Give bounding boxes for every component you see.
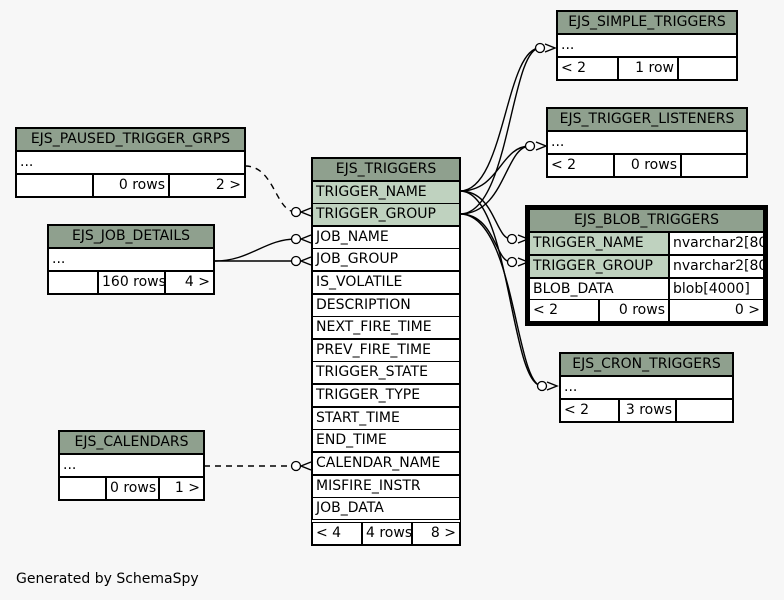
parents-count [16, 174, 93, 197]
column-type: nvarchar2[80] [669, 255, 764, 278]
table-header[interactable]: EJS_CALENDARS [59, 431, 204, 454]
crow-foot-icon [299, 207, 312, 217]
crow-foot-icon [535, 141, 548, 151]
parents-count: < 2 [560, 399, 619, 422]
relation-line [459, 145, 531, 192]
column-type: nvarchar2[80] [669, 232, 764, 255]
crow-foot-icon [544, 43, 557, 53]
parents-count: < 2 [529, 299, 599, 322]
optional-circle-icon [290, 460, 302, 472]
table-header[interactable]: EJS_SIMPLE_TRIGGERS [557, 11, 737, 34]
optional-circle-icon [290, 233, 302, 245]
relation-line [244, 165, 297, 213]
row-count: 0 rows [599, 299, 669, 322]
row-count: 0 rows [106, 477, 159, 500]
table-ejs-job-details[interactable]: EJS_JOB_DETAILS ... 160 rows 4 > [47, 224, 215, 295]
row-count: 160 rows [98, 271, 165, 294]
relation-line [459, 47, 541, 192]
row-count: 1 row [618, 57, 678, 80]
children-count: 4 > [165, 271, 214, 294]
column-is-volatile[interactable]: IS_VOLATILE [312, 271, 460, 294]
crow-foot-icon [299, 234, 312, 244]
children-count [681, 154, 747, 177]
ellipsis-row: ... [16, 151, 245, 174]
column-blob-data[interactable]: BLOB_DATA [529, 278, 669, 301]
parents-count [48, 271, 98, 294]
table-ejs-calendars[interactable]: EJS_CALENDARS ... 0 rows 1 > [58, 430, 205, 501]
table-ejs-blob-triggers[interactable]: EJS_BLOB_TRIGGERS TRIGGER_NAME nvarchar2… [525, 205, 768, 326]
column-start-time[interactable]: START_TIME [312, 407, 460, 430]
column-calendar-name[interactable]: CALENDAR_NAME [312, 452, 460, 475]
table-header[interactable]: EJS_TRIGGERS [312, 158, 460, 181]
optional-circle-icon [506, 233, 518, 245]
ellipsis-row: ... [59, 454, 204, 477]
column-end-time[interactable]: END_TIME [312, 429, 460, 452]
table-ejs-trigger-listeners[interactable]: EJS_TRIGGER_LISTENERS ... < 2 0 rows [546, 107, 748, 178]
optional-circle-icon [534, 42, 546, 54]
relation-line [214, 238, 297, 262]
table-ejs-triggers[interactable]: EJS_TRIGGERS TRIGGER_NAME TRIGGER_GROUP … [311, 157, 461, 546]
column-trigger-group[interactable]: TRIGGER_GROUP [529, 255, 669, 278]
column-job-group[interactable]: JOB_GROUP [312, 248, 460, 271]
column-misfire-instr[interactable]: MISFIRE_INSTR [312, 475, 460, 498]
children-count: 1 > [159, 477, 204, 500]
optional-circle-icon [524, 140, 536, 152]
table-header[interactable]: EJS_BLOB_TRIGGERS [529, 209, 764, 232]
row-count: 4 rows [362, 522, 412, 545]
row-count: 0 rows [614, 154, 681, 177]
relation-line [459, 47, 541, 215]
parents-count: < 2 [547, 154, 614, 177]
generated-by-footer: Generated by SchemaSpy [16, 571, 199, 587]
parents-count: < 2 [557, 57, 618, 80]
table-header[interactable]: EJS_TRIGGER_LISTENERS [547, 108, 747, 131]
children-count [676, 399, 733, 422]
relation-line [459, 213, 543, 387]
row-count: 3 rows [619, 399, 676, 422]
table-header[interactable]: EJS_CRON_TRIGGERS [560, 353, 733, 376]
children-count: 0 > [669, 299, 764, 322]
column-job-data[interactable]: JOB_DATA [312, 497, 460, 520]
ellipsis-row: ... [557, 34, 737, 57]
column-trigger-type[interactable]: TRIGGER_TYPE [312, 384, 460, 407]
column-trigger-state[interactable]: TRIGGER_STATE [312, 361, 460, 384]
table-header[interactable]: EJS_PAUSED_TRIGGER_GRPS [16, 128, 245, 151]
crow-foot-icon [546, 381, 559, 391]
column-trigger-group[interactable]: TRIGGER_GROUP [312, 203, 460, 226]
column-trigger-name[interactable]: TRIGGER_NAME [529, 232, 669, 255]
table-ejs-cron-triggers[interactable]: EJS_CRON_TRIGGERS ... < 2 3 rows [559, 352, 734, 423]
table-ejs-paused-trigger-grps[interactable]: EJS_PAUSED_TRIGGER_GRPS ... 0 rows 2 > [15, 127, 246, 198]
column-description[interactable]: DESCRIPTION [312, 294, 460, 317]
column-trigger-name[interactable]: TRIGGER_NAME [312, 181, 460, 204]
optional-circle-icon [506, 256, 518, 268]
crow-foot-icon [299, 256, 312, 266]
optional-circle-icon [290, 206, 302, 218]
optional-circle-icon [536, 380, 548, 392]
parents-count [59, 477, 106, 500]
row-count: 0 rows [93, 174, 169, 197]
children-count [678, 57, 737, 80]
column-job-name[interactable]: JOB_NAME [312, 226, 460, 249]
relation-line [459, 145, 531, 215]
relation-line [459, 190, 543, 387]
crow-foot-icon [299, 461, 312, 471]
parents-count: < 4 [312, 522, 362, 545]
table-ejs-simple-triggers[interactable]: EJS_SIMPLE_TRIGGERS ... < 2 1 row [556, 10, 738, 81]
ellipsis-row: ... [560, 376, 733, 399]
column-type: blob[4000] [669, 278, 764, 301]
ellipsis-row: ... [48, 248, 214, 271]
column-next-fire-time[interactable]: NEXT_FIRE_TIME [312, 316, 460, 339]
relation-line [459, 190, 512, 240]
column-prev-fire-time[interactable]: PREV_FIRE_TIME [312, 339, 460, 362]
relation-line [459, 213, 512, 263]
children-count: 2 > [169, 174, 245, 197]
children-count: 8 > [412, 522, 460, 545]
optional-circle-icon [290, 255, 302, 267]
table-header[interactable]: EJS_JOB_DETAILS [48, 225, 214, 248]
ellipsis-row: ... [547, 131, 747, 154]
